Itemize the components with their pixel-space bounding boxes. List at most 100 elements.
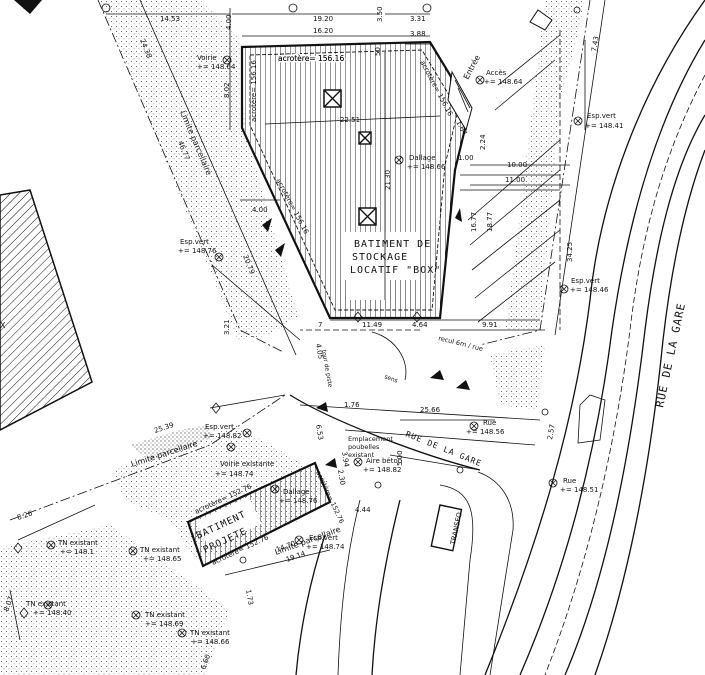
point-value: += 148.76: [178, 247, 217, 255]
storage-title-2: STOCKAGE: [352, 252, 408, 263]
road-name-big: RUE DE LA GARE: [653, 302, 688, 409]
point-name: Esp.vert: [205, 423, 234, 431]
point-rue-1: Rue += 148.56: [466, 419, 505, 436]
point-name: Esp.vert: [180, 238, 209, 246]
neighbor-building: X: [0, 189, 93, 431]
dim-1-73: 1.73: [244, 589, 255, 606]
point-name: Esp.vert: [309, 534, 338, 542]
point-value: += 148.76: [279, 497, 318, 505]
dim-4-00-top: 4.00: [225, 14, 233, 30]
point-acces: Accès += 148.64: [475, 69, 523, 86]
point-value: += 148.65: [143, 555, 181, 563]
point-rue-2: Rue += 148.51: [548, 477, 598, 494]
point-name: TN existant: [144, 611, 185, 619]
dim-4-05: 4.05: [314, 343, 325, 360]
point-name: Rue: [563, 477, 576, 485]
dim-25-66: 25.66: [420, 406, 441, 414]
dim-9-91: 9.91: [482, 321, 498, 329]
point-name: Dallage: [283, 488, 310, 496]
storage-title-3: LOCATIF "BOX": [350, 265, 441, 276]
dim-8-02: 8.02: [223, 82, 231, 98]
recul-label: recul 6m / rue: [438, 334, 484, 353]
point-tn-5: TN existant += 148.66: [177, 628, 230, 646]
point-dallage-1: Dallage += 148.66: [394, 154, 446, 171]
point-tn-3: TN existant += 148.40: [25, 600, 71, 617]
storage-building: BATIMENT DE STOCKAGE LOCATIF "BOX" acrot…: [240, 35, 473, 320]
emplacement-2: poubelles: [348, 443, 380, 451]
dim-2-24: 2.24: [479, 134, 487, 150]
point-voirie: Voirie += 148.64: [197, 54, 236, 71]
dim-2-57: 2.57: [546, 424, 557, 441]
storage-acrotere-top: acrotère= 156.16: [278, 54, 344, 63]
point-value: += 148.64: [484, 78, 523, 86]
point-name: TN existant: [189, 629, 230, 637]
dim-3-21: 3.21: [223, 319, 231, 335]
neighbor-label: X: [0, 321, 6, 330]
dim-19-20: 19.20: [313, 15, 333, 23]
point-name: Voirie existante: [220, 460, 274, 468]
dim-21-30: 21.30: [384, 170, 392, 190]
dim-4-44: 4.44: [355, 506, 371, 514]
point-value: += 148.46: [570, 286, 609, 294]
dim-6-53: 6.53: [314, 424, 325, 441]
point-name: Esp.vert: [571, 277, 600, 285]
north-label: N: [23, 1, 30, 12]
storage-title-1: BATIMENT DE: [354, 239, 431, 250]
dim-5-00: 5.00: [396, 450, 404, 466]
point-value: += 148.74: [215, 470, 254, 478]
point-value: += 148.66: [191, 638, 230, 646]
dim-16-20: 16.20: [313, 27, 333, 35]
point-dallage-2: Dallage += 148.76: [270, 484, 318, 505]
dim-8-26: 8.26: [16, 509, 34, 522]
point-value: += 148.56: [466, 428, 505, 436]
north-arrow: N: [14, 0, 42, 14]
dim-4-00-mid: 4.00: [252, 206, 268, 214]
dim-18-77: 18.77: [486, 212, 494, 232]
point-name: TN existant: [25, 600, 66, 608]
dim-14-53: 14.53: [160, 15, 180, 23]
dim-2-30: 2.30: [336, 469, 347, 486]
dim-3-94: 3.94: [340, 451, 351, 468]
point-espvert-5: Esp.vert += 148.74: [294, 534, 345, 551]
point-tn-2: TN existant += 148.65: [128, 546, 181, 563]
dim-16-77: 16.77: [470, 212, 478, 232]
point-value: += 148.74: [306, 543, 345, 551]
point-name: TN existant: [139, 546, 180, 554]
point-name: Rue: [483, 419, 496, 427]
dim-1-00: 1.00: [458, 154, 474, 162]
dim-7-43: 7.43: [590, 36, 601, 53]
storage-acrotere-left: acrotère= 156.16: [250, 60, 258, 122]
dim-22-51: 22.51: [340, 116, 360, 124]
entree-label: Entrée: [461, 53, 482, 81]
sens-label: sens: [383, 373, 398, 384]
dim-11-49: 11.49: [362, 321, 382, 329]
point-name: Dallage: [409, 154, 436, 162]
transfo: TRANSFO: [430, 504, 464, 552]
point-value: += 148.64: [197, 63, 236, 71]
point-value: += 148.66: [407, 163, 446, 171]
emplacement-1: Emplacement: [348, 435, 393, 443]
point-value: += 148.41: [585, 122, 623, 130]
parking-stripes: [299, 9, 570, 471]
point-tn-4: TN existant += 148.69: [131, 610, 185, 628]
point-tn-1: TN existant += 148.1: [46, 539, 98, 556]
point-espvert-3: Esp.vert += 148.46: [559, 277, 609, 294]
point-name: Aire béton: [366, 457, 402, 465]
point-espvert-2: Esp.vert += 148.76: [178, 238, 224, 262]
point-value: += 148.40: [33, 609, 71, 617]
point-value: += 148.82: [203, 432, 241, 440]
dim-1-76: 1.76: [344, 401, 360, 409]
dim-10-00: 10.00: [507, 161, 527, 169]
point-name: TN existant: [57, 539, 98, 547]
dim-3-31: 3.31: [410, 15, 426, 23]
point-voirie-existante: Voirie existante += 148.74: [215, 442, 274, 478]
dim-4-64: 4.64: [412, 321, 428, 329]
dim-3-88: 3.88: [410, 30, 426, 38]
emplacement-3: existant: [348, 451, 375, 459]
point-name: Esp.vert: [587, 112, 616, 120]
misc-symbols: [13, 3, 581, 619]
dim-11-00: 11.00: [505, 176, 525, 184]
point-value: += 148.82: [363, 466, 401, 474]
point-value: += 148.69: [145, 620, 183, 628]
